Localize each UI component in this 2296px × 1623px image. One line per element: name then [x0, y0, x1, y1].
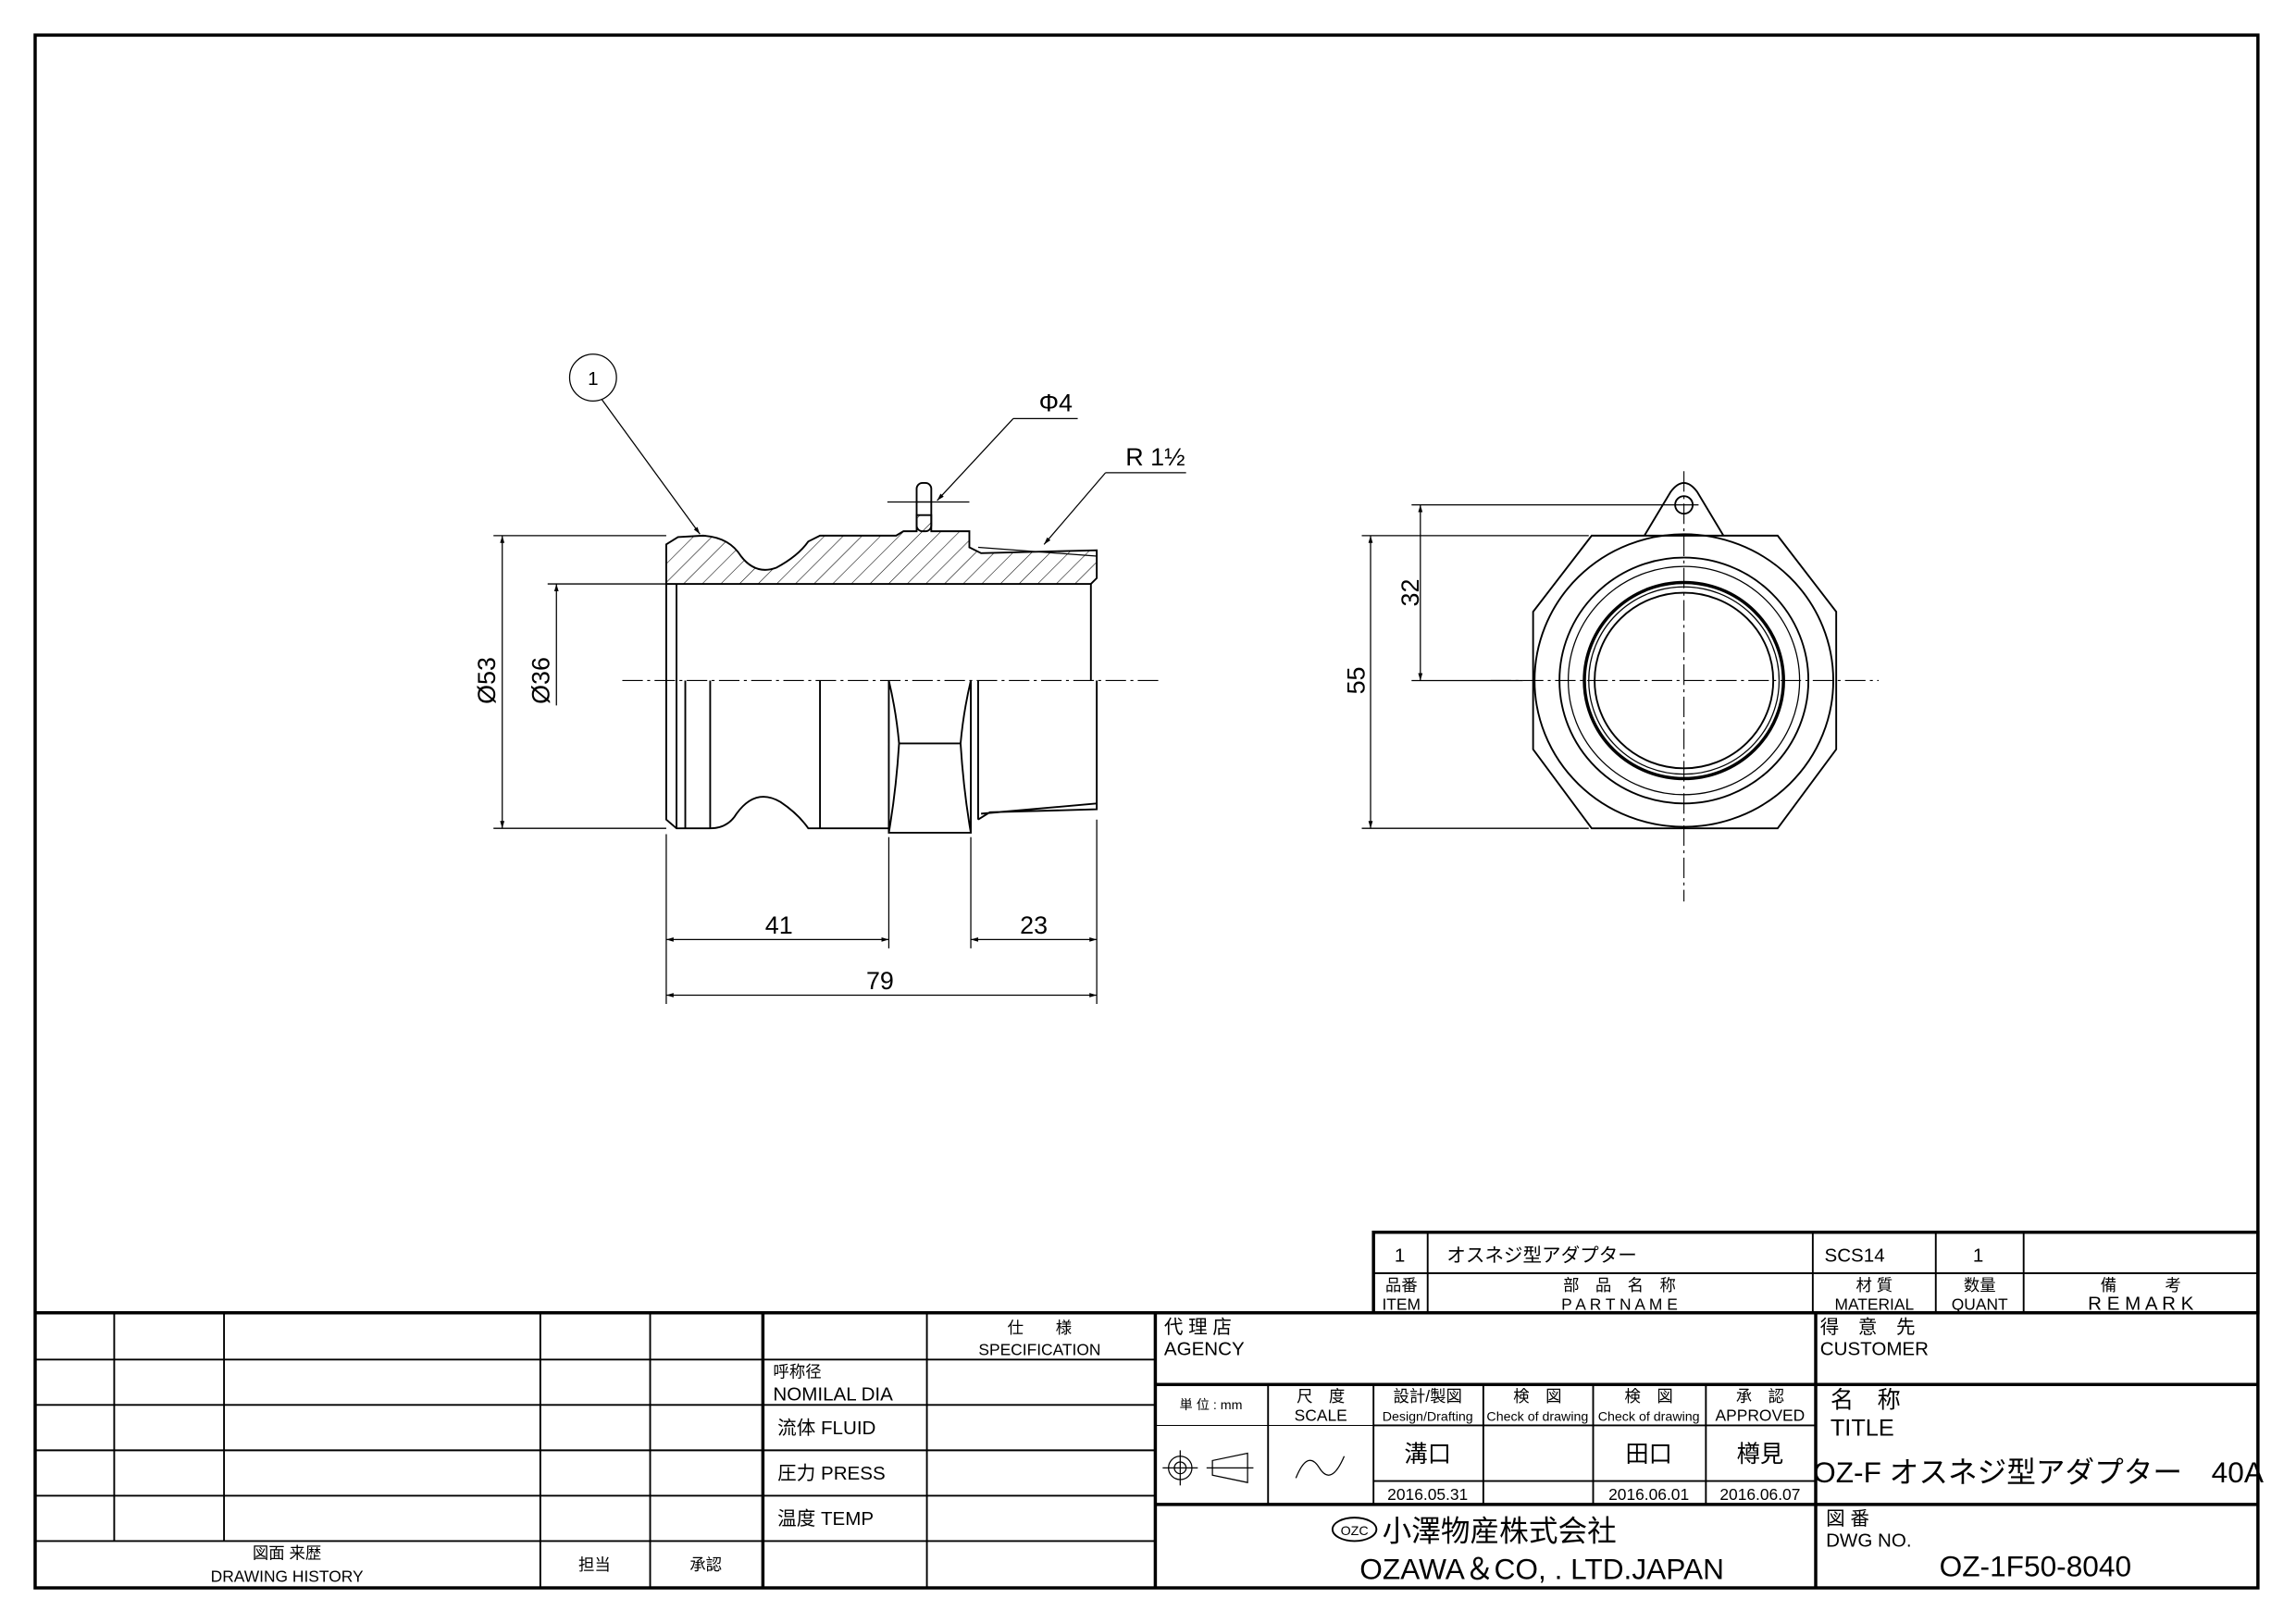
scale-label-en: SCALE: [1295, 1406, 1347, 1425]
approved-label-en: APPROVED: [1716, 1406, 1806, 1425]
front-view: 32 55: [1343, 471, 1880, 902]
check1-label-jp: 検 図: [1513, 1387, 1561, 1406]
spec-press: 圧力 PRESS: [777, 1463, 885, 1484]
title-block: 図面 来歴 DRAWING HISTORY 担当 承認 仕 様 SPECIFIC…: [34, 1310, 2265, 1589]
title-label-jp: 名 称: [1831, 1388, 1901, 1414]
specification: 仕 様 SPECIFICATION 呼称径 NOMILAL DIA 流体 FLU…: [763, 1312, 1156, 1589]
header-part-en: P A R T N A M E: [1561, 1295, 1678, 1314]
parts-list: 1 オスネジ型アダプター SCS14 1 品番 ITEM 部 品 名 称 P A…: [1371, 1230, 2260, 1315]
header-item-jp: 品番: [1385, 1276, 1418, 1295]
dim-55: 55: [1343, 666, 1371, 694]
customer-label-en: CUSTOMER: [1820, 1339, 1929, 1360]
projection-symbol-icon: [1162, 1450, 1254, 1486]
history-label-en: DRAWING HISTORY: [211, 1567, 364, 1586]
drawing-title: OZ-F オスネジ型アダプター 40A: [1813, 1456, 2265, 1489]
dwg-label-en: DWG NO.: [1826, 1530, 1911, 1552]
designer-name: 溝口: [1404, 1442, 1451, 1468]
agency-label-jp: 代 理 店: [1164, 1317, 1232, 1338]
pin: [915, 481, 933, 533]
check2-label-jp: 検 図: [1625, 1387, 1673, 1406]
approved-label-jp: 承 認: [1736, 1387, 1784, 1406]
history-in-charge: 担当: [578, 1555, 611, 1574]
agency-label-en: AGENCY: [1164, 1339, 1245, 1360]
check1-label-en: Check of drawing: [1486, 1410, 1588, 1425]
approver-name: 樽見: [1737, 1442, 1784, 1468]
history-approval: 承認: [689, 1555, 722, 1574]
dim-79: 79: [866, 967, 894, 995]
spec-fluid: 流体 FLUID: [777, 1418, 875, 1439]
title-label-en: TITLE: [1831, 1416, 1894, 1442]
drawing-number: OZ-1F50-8040: [1940, 1549, 2131, 1582]
design-label-en: Design/Drafting: [1383, 1410, 1473, 1425]
dim-bore-dia: Ø36: [527, 657, 554, 704]
header-part-jp: 部 品 名 称: [1563, 1276, 1676, 1295]
spec-nominal-dia-en: NOMILAL DIA: [773, 1384, 893, 1406]
sheet-border: [33, 33, 2260, 1590]
company-name-jp: 小澤物産株式会社: [1383, 1514, 1617, 1547]
header-material-en: MATERIAL: [1834, 1295, 1914, 1314]
design-date: 2016.05.31: [1387, 1485, 1468, 1504]
spec-nominal-dia-jp: 呼称径: [773, 1362, 821, 1381]
header-remark-en: R E M A R K: [2088, 1294, 2193, 1315]
header-material-jp: 材 質: [1855, 1276, 1893, 1295]
parts-material: SCS14: [1825, 1245, 1885, 1266]
title-info: 得 意 先 CUSTOMER 名 称 TITLE OZ-F オスネジ型アダプター…: [1813, 1317, 2265, 1583]
section-hatched: [664, 514, 1098, 586]
spec-header-jp: 仕 様: [1008, 1319, 1073, 1337]
history-label-jp: 図面 来歴: [253, 1543, 321, 1562]
dim-outer-dia: Ø53: [473, 657, 501, 704]
company-logo: [1331, 1517, 1378, 1542]
company-block: OZC 小澤物産株式会社 OZAWA＆CO, . LTD.JAPAN: [1331, 1514, 1724, 1586]
hex-outline: [1532, 534, 1838, 830]
drawing-history: 図面 来歴 DRAWING HISTORY 担当 承認: [34, 1312, 1156, 1589]
customer-label-jp: 得 意 先: [1820, 1317, 1916, 1338]
item-balloon: [568, 353, 617, 402]
scale-label-jp: 尺 度: [1297, 1387, 1345, 1406]
header-item-en: ITEM: [1382, 1295, 1421, 1314]
parts-quant: 1: [1973, 1245, 1983, 1266]
parts-name: オスネジ型アダプター: [1446, 1245, 1637, 1266]
dwg-label-jp: 図 番: [1826, 1508, 1869, 1530]
dim-32: 32: [1396, 579, 1424, 607]
design-label-jp: 設計/製図: [1394, 1387, 1462, 1406]
thread-profile: [977, 680, 1098, 821]
header-remark-jp: 備 考: [2101, 1276, 2181, 1295]
hex-profile: [887, 680, 972, 834]
checker2-name: 田口: [1625, 1442, 1672, 1468]
approve-date: 2016.06.07: [1719, 1485, 1800, 1504]
thread-label: R 1½: [1125, 443, 1185, 471]
company-name-en: OZAWA＆CO, . LTD.JAPAN: [1359, 1553, 1724, 1586]
check2-label-en: Check of drawing: [1598, 1410, 1700, 1425]
side-view: 1 Φ4 R 1½ Ø53 Ø36 41 23 79: [473, 353, 1186, 1004]
check2-date: 2016.06.01: [1608, 1485, 1689, 1504]
header-quant-jp: 数量: [1964, 1276, 1996, 1295]
dim-23: 23: [1020, 911, 1048, 939]
balloon-number: 1: [588, 368, 598, 390]
company-logo-text: OZC: [1341, 1524, 1369, 1539]
header-quant-en: QUANT: [1952, 1295, 2008, 1314]
parts-item: 1: [1395, 1245, 1405, 1266]
spec-header-en: SPECIFICATION: [978, 1341, 1100, 1359]
unit-label: 単 位 : mm: [1180, 1397, 1243, 1413]
spec-temp: 温度 TEMP: [777, 1508, 874, 1530]
pin-dia-label: Φ4: [1039, 389, 1073, 416]
dim-41: 41: [765, 911, 793, 939]
scale-nts-icon: [1295, 1456, 1346, 1479]
approvals: 代 理 店 AGENCY 単 位 : mm 尺 度 SCALE 設計/製図 De…: [1155, 1317, 2258, 1506]
